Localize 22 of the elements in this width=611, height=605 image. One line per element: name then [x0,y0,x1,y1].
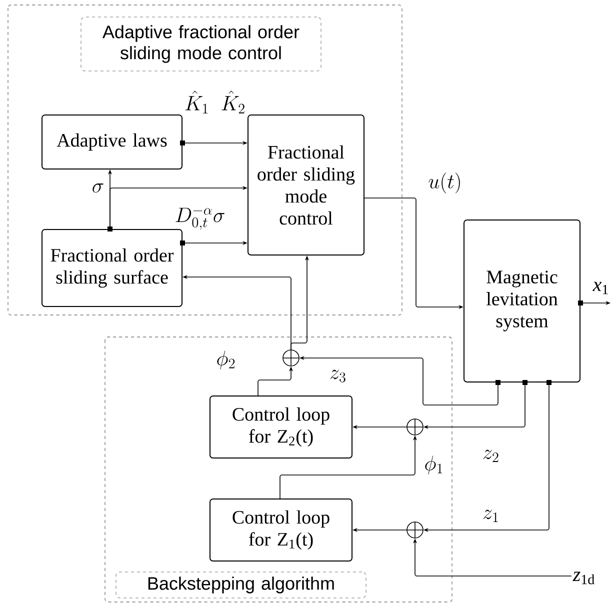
block-box: Control loop for Z$_{2}$(t) [210,396,352,458]
summing-junction [406,418,424,436]
edge-label: $z_1$ [483,510,498,522]
block-box: Fractional order sliding mode control [248,114,364,256]
block-box: Fractional order sliding surface [42,229,182,307]
signal-label: z$_{1d}$ [572,572,594,584]
edge-label: $D_{0,t}^{-\alpha}\sigma$ [176,208,224,230]
edge-label: $\hat{K}_1\;\;\hat{K}_2$ [185,90,244,114]
summing-junction [282,350,300,366]
signal-label: x$_{1}$ [592,282,608,294]
block-box: Magnetic levitation system [464,220,580,382]
group-heading: Backstepping algorithm [116,572,366,598]
edge-label: $\phi_2$ [217,350,235,370]
edge-label: $\sigma$ [92,184,104,193]
edge-label: $u(t)$ [428,172,460,194]
group-heading: Adaptive fractional order sliding mode control [80,16,322,72]
edge-label: $z_2$ [483,450,498,462]
block-box: Adaptive laws [42,114,182,170]
block-box: Control loop for Z$_{1}$(t) [210,498,352,562]
edge-label: $z_3$ [330,370,346,382]
summing-junction [406,522,424,538]
edge-label: $\phi_1$ [425,456,442,474]
